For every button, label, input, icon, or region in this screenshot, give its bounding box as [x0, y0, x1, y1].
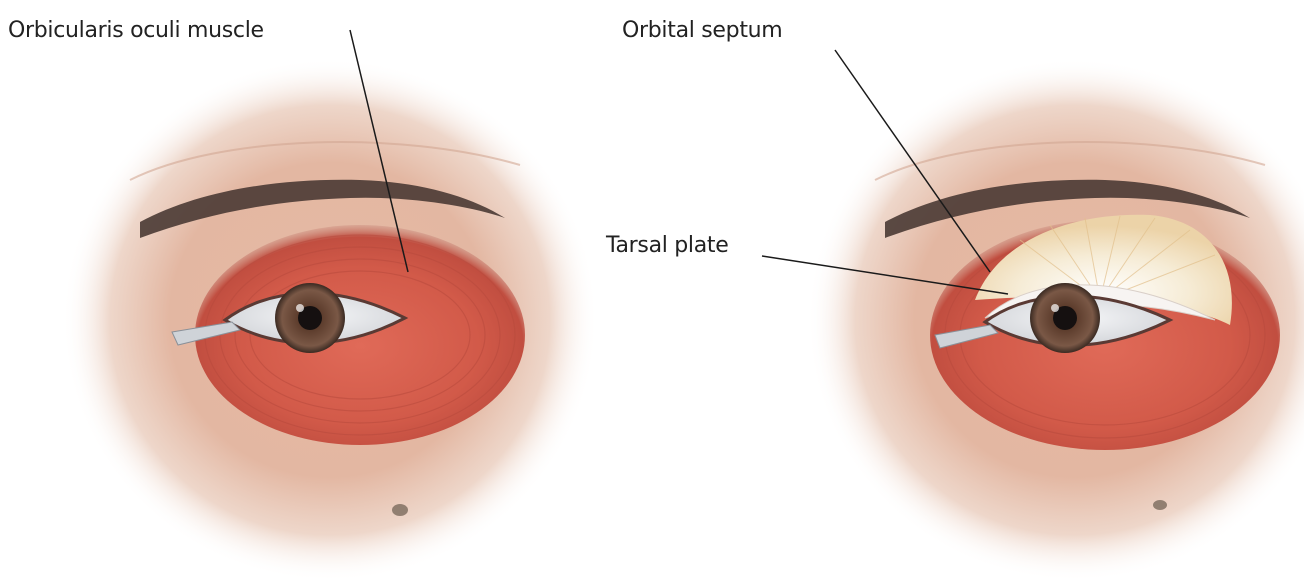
label-tarsal-plate: Tarsal plate — [606, 235, 729, 257]
label-orbital-septum: Orbital septum — [622, 20, 782, 42]
left-eye-illustration — [62, 58, 598, 582]
right-eye-illustration — [807, 58, 1304, 582]
label-orbicularis-oculi-muscle: Orbicularis oculi muscle — [8, 20, 264, 42]
